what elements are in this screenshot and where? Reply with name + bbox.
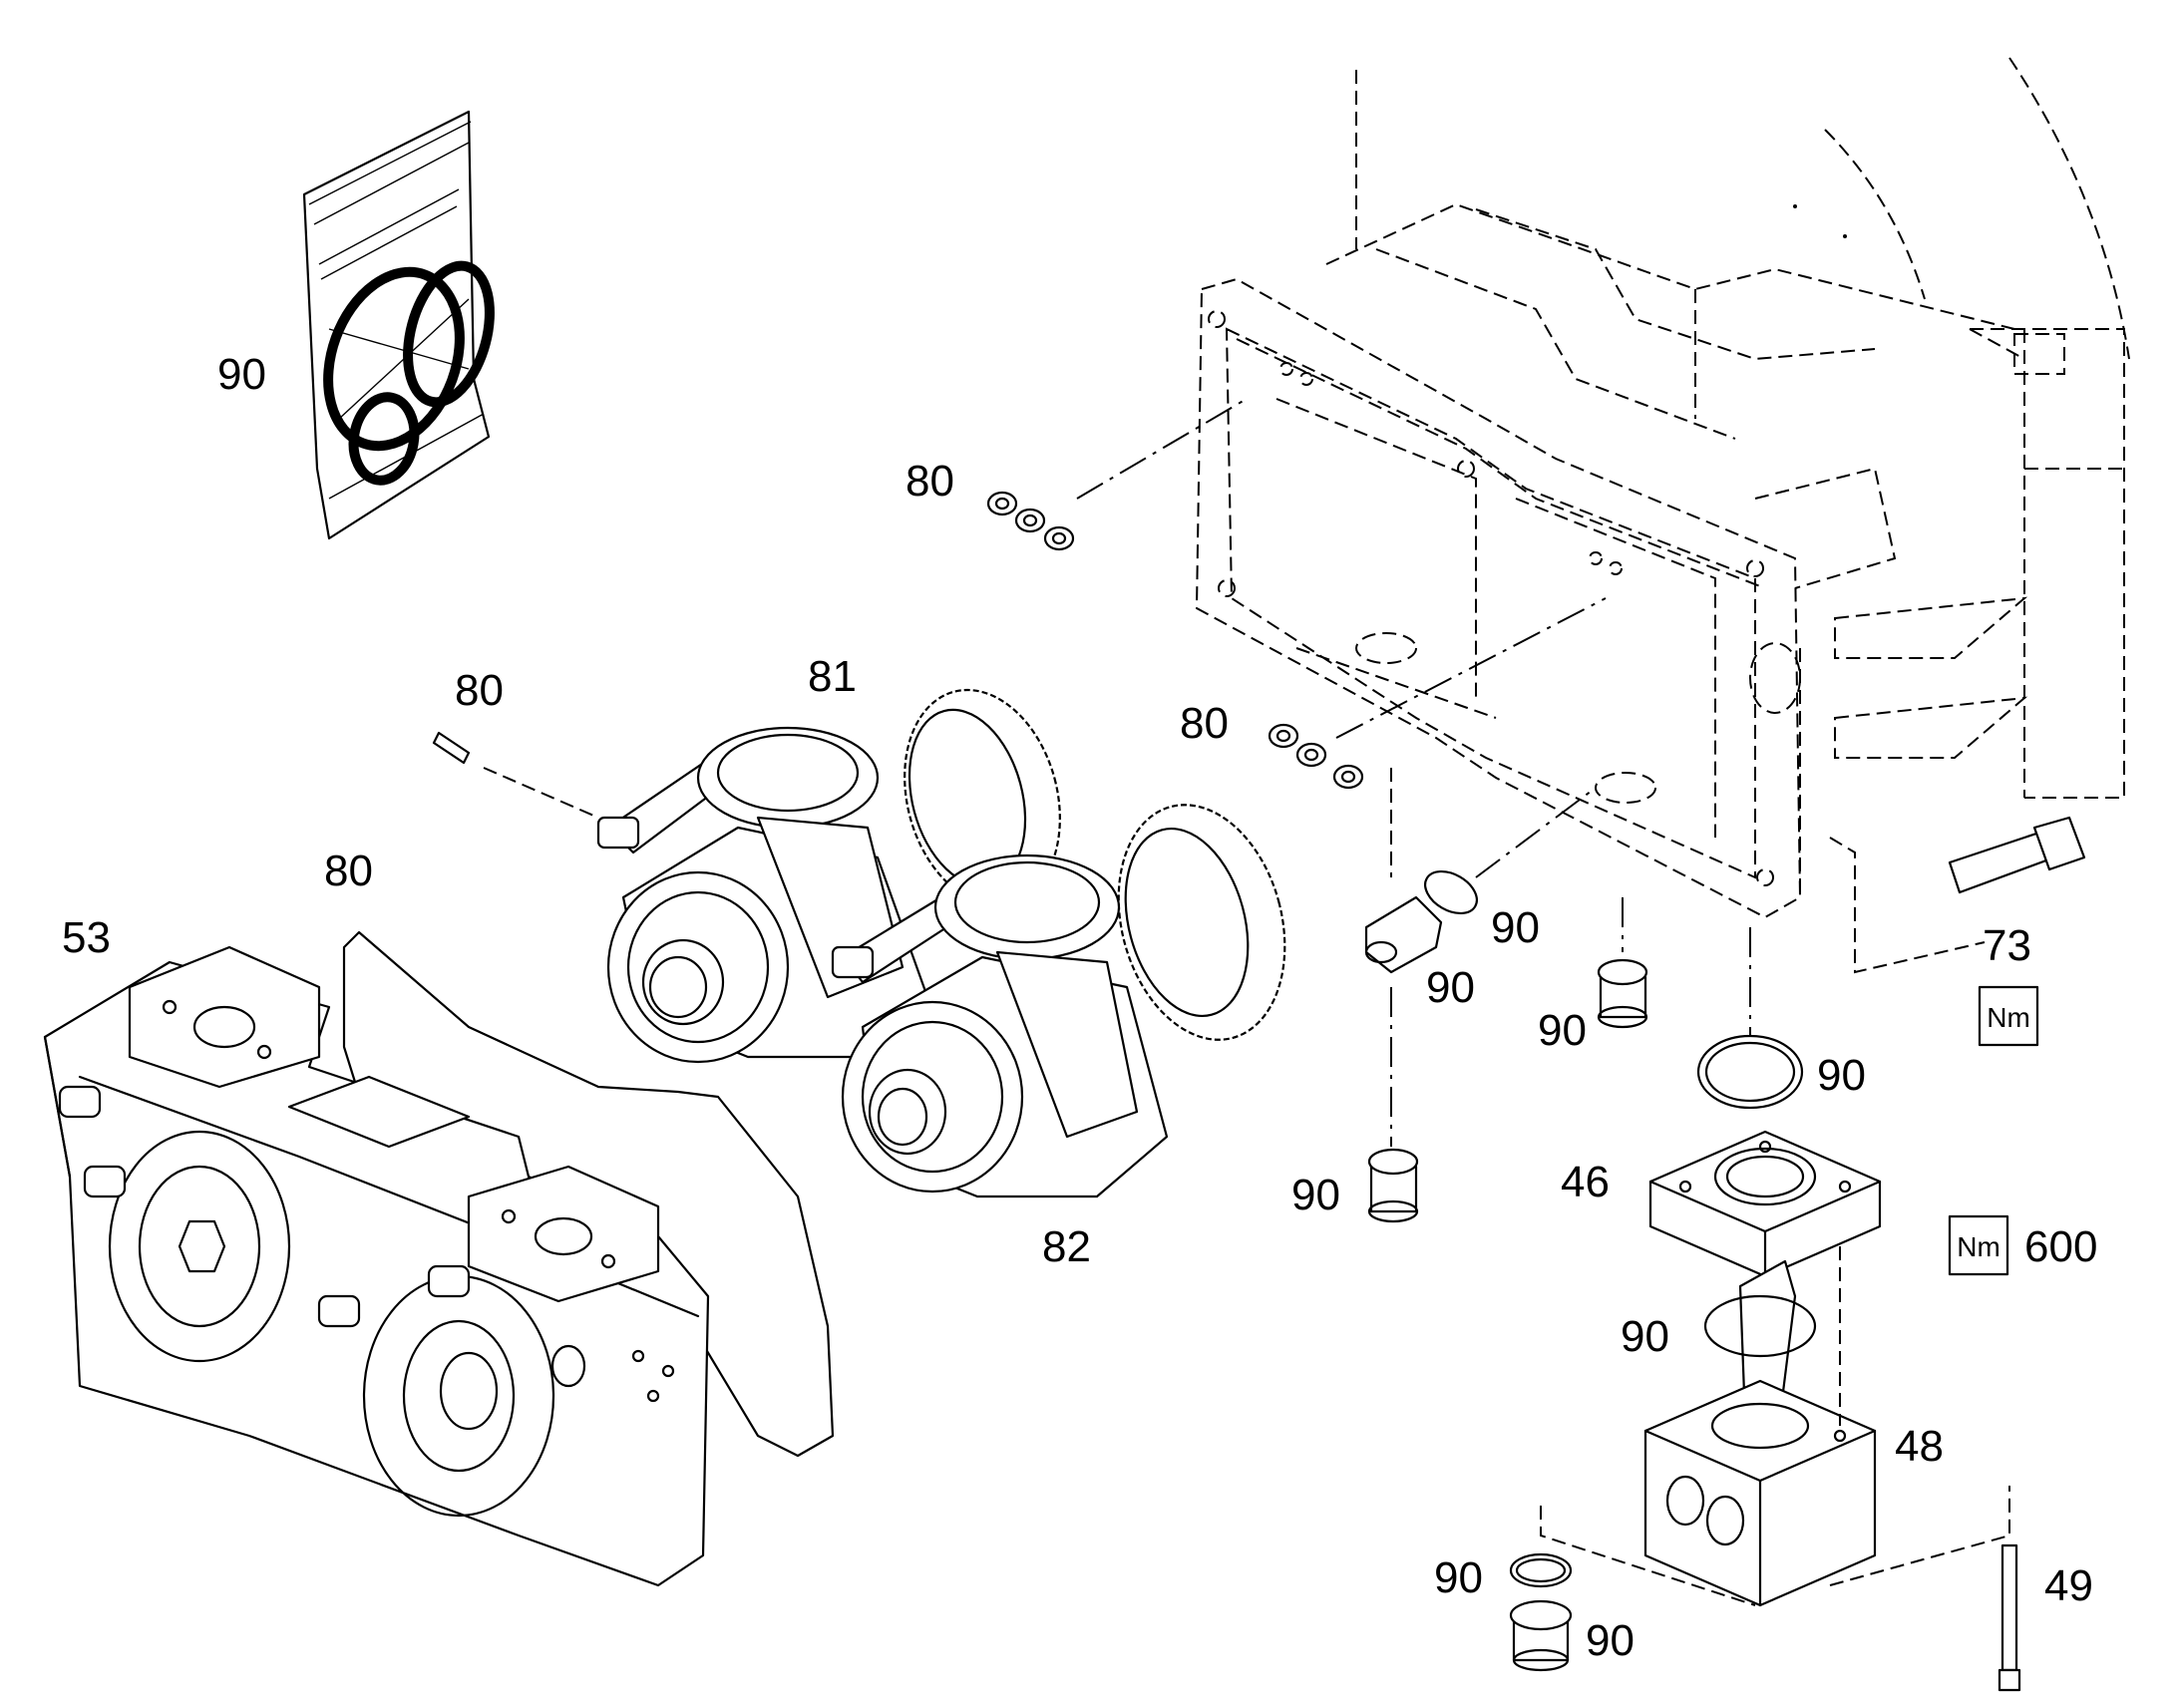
callout-pump-81: 81 [808, 652, 857, 701]
callout-washers-80-mid: 80 [1180, 699, 1229, 748]
callout-bolt-73: 73 [1983, 921, 2031, 970]
bottom-plug [1509, 1552, 1573, 1672]
callout-flange-46: 46 [1561, 1158, 1610, 1206]
cover-plate-icon [43, 945, 710, 1587]
gear-pump-82 [831, 804, 1286, 1198]
seal-kit-bag-icon [302, 110, 495, 540]
plug-b [1597, 897, 1648, 1029]
nm-badge-73: Nm [1987, 1002, 2030, 1033]
callout-plug-90-a: 90 [1426, 963, 1475, 1012]
callout-block-48: 48 [1895, 1422, 1944, 1471]
oring-b [1696, 927, 1804, 1110]
washers-mid [1268, 597, 1607, 790]
pin [432, 731, 599, 819]
oring-a [1424, 787, 1597, 915]
callout-screw-49: 49 [2044, 1561, 2093, 1610]
housing-icon [1195, 57, 2130, 919]
callout-washers-80-top: 80 [906, 457, 954, 506]
fitting-plug-a [1364, 768, 1443, 1147]
plug-c [1367, 1148, 1419, 1223]
nm-badge-600-box [1948, 1214, 2009, 1276]
callout-torque-600: 600 [2024, 1222, 2097, 1271]
callout-plug-90-c: 90 [1291, 1171, 1340, 1219]
nm-badge-600: Nm [1957, 1231, 2000, 1262]
callout-plug-90-d: 90 [1586, 1616, 1635, 1665]
screw [1998, 1543, 2021, 1692]
callout-seal-kit-90: 90 [217, 350, 266, 399]
callout-oring-90-c: 90 [1621, 1312, 1669, 1361]
callout-oring-90-b: 90 [1817, 1051, 1866, 1100]
callout-oring-90-a: 90 [1491, 903, 1540, 952]
callout-pump-82: 82 [1042, 1222, 1091, 1271]
callout-oring-90-d: 90 [1434, 1553, 1483, 1602]
flange [1648, 1130, 1882, 1278]
washers-top [986, 398, 1248, 551]
nm-badge-73-box [1978, 985, 2039, 1047]
callout-gasket-80: 80 [324, 847, 373, 895]
block-assembly [1540, 1246, 2010, 1607]
callout-pin-80: 80 [455, 666, 504, 715]
callout-cover-53: 53 [62, 913, 111, 962]
gear-pump-81 [596, 688, 1061, 1064]
callout-plug-90-b: 90 [1538, 1006, 1587, 1055]
bolt [1829, 816, 2086, 974]
